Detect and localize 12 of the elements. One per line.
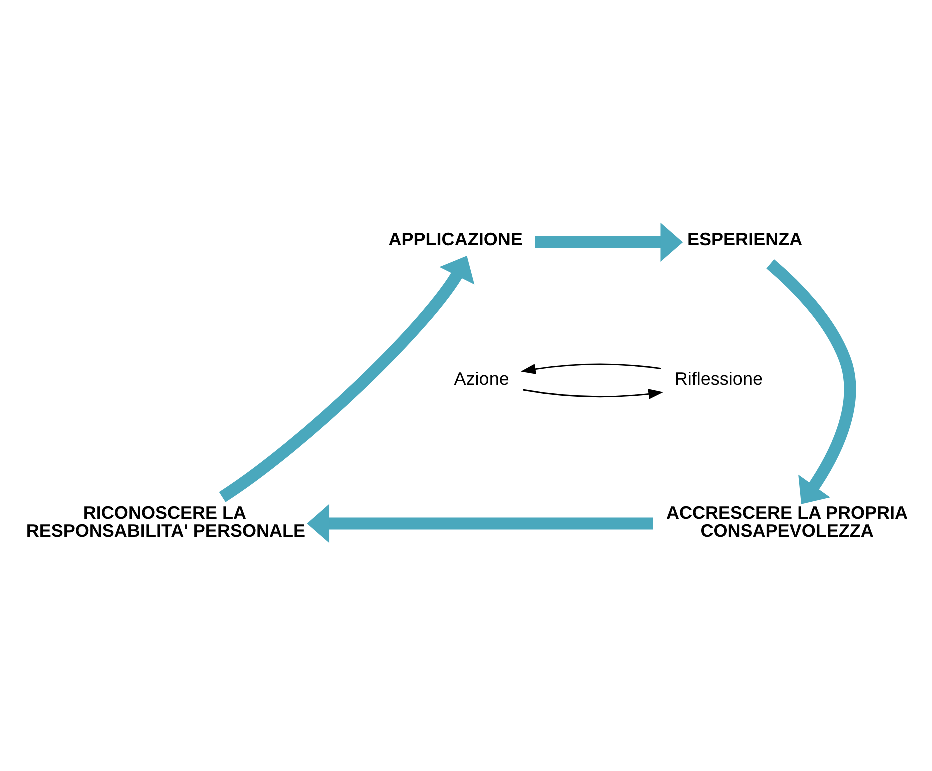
node-text: RICONOSCERE LA RESPONSABILITA' PERSONALE (26, 502, 306, 541)
node-text: Azione (454, 368, 510, 389)
arrow (520, 364, 662, 374)
arrow (307, 504, 654, 544)
node-text: APPLICAZIONE (388, 229, 523, 250)
arrow (766, 260, 856, 504)
node-text: ACCRESCERE LA PROPRIA CONSAPEVOLEZZA (666, 502, 908, 541)
arrow (219, 256, 475, 502)
node-text: Riflessione (674, 368, 763, 389)
arrow (522, 389, 664, 400)
node-text: ESPERIENZA (687, 229, 803, 250)
arrow (536, 222, 684, 262)
